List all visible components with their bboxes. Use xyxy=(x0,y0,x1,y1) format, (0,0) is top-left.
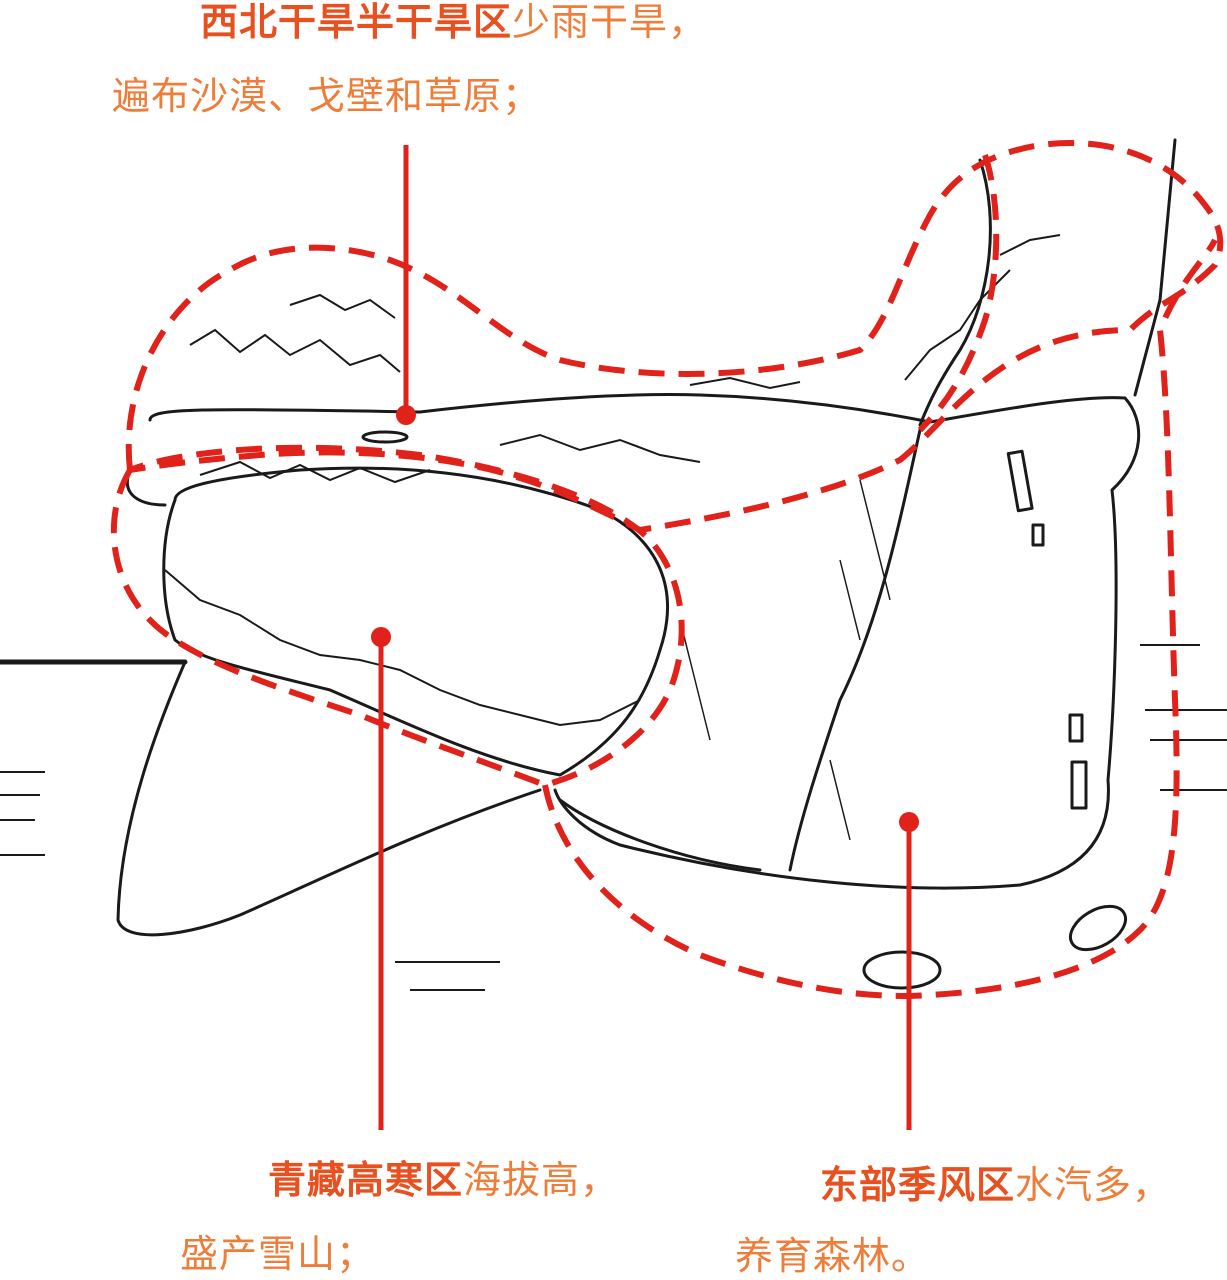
water-wave-icon xyxy=(0,644,1227,991)
zone-boundaries xyxy=(110,140,1224,999)
dot-northwest xyxy=(396,405,416,425)
boundary-east xyxy=(542,238,1218,999)
basin-outline xyxy=(162,466,669,777)
boundary-northwest xyxy=(125,140,1224,534)
region-desc-qinghai-tibet-2: 盛产雪山； xyxy=(180,1232,376,1276)
region-desc-east-2: 养育森林。 xyxy=(735,1234,931,1278)
region-desc-northwest-1: 少雨干旱， xyxy=(512,0,708,44)
boundary-qinghai-tibet xyxy=(110,444,685,789)
rock-2 xyxy=(1069,904,1127,952)
dot-qinghai-tibet xyxy=(371,627,391,647)
label-qinghai-tibet: 青藏高寒区海拔高， xyxy=(268,1158,619,1202)
label-east: 东部季风区水汽多， xyxy=(820,1163,1171,1207)
east-base xyxy=(558,798,762,872)
label-northwest: 西北干旱半干旱区少雨干旱， xyxy=(200,0,707,44)
plateau-rim xyxy=(148,393,1141,890)
region-desc-qinghai-tibet-1: 海拔高， xyxy=(463,1158,620,1202)
leader-lines xyxy=(371,145,919,1130)
rect-mark-3 xyxy=(1068,713,1084,743)
pole-right xyxy=(1133,138,1177,397)
rock-1 xyxy=(862,950,942,990)
dot-east xyxy=(899,812,919,832)
region-desc-east-1: 水汽多， xyxy=(1015,1163,1172,1207)
terrain-sketch xyxy=(0,138,1177,990)
rect-mark-4 xyxy=(1070,760,1088,810)
region-name-east: 东部季风区 xyxy=(820,1163,1016,1207)
slope-left-inner xyxy=(126,468,167,507)
boundary-northwest-divider xyxy=(917,154,1000,433)
rock-3 xyxy=(361,430,409,444)
region-name-qinghai-tibet: 青藏高寒区 xyxy=(268,1158,464,1202)
slope-left xyxy=(116,660,542,937)
rect-mark-2 xyxy=(1031,523,1045,547)
mountain-range-icon xyxy=(164,234,1061,727)
region-desc-northwest-2: 遍布沙漠、戈壁和草原； xyxy=(112,74,542,118)
region-name-northwest: 西北干旱半干旱区 xyxy=(200,0,513,44)
forest-icon xyxy=(679,479,891,841)
east-cliff xyxy=(788,428,922,872)
rect-mark-1 xyxy=(1006,449,1034,513)
right-ridge xyxy=(918,158,992,427)
